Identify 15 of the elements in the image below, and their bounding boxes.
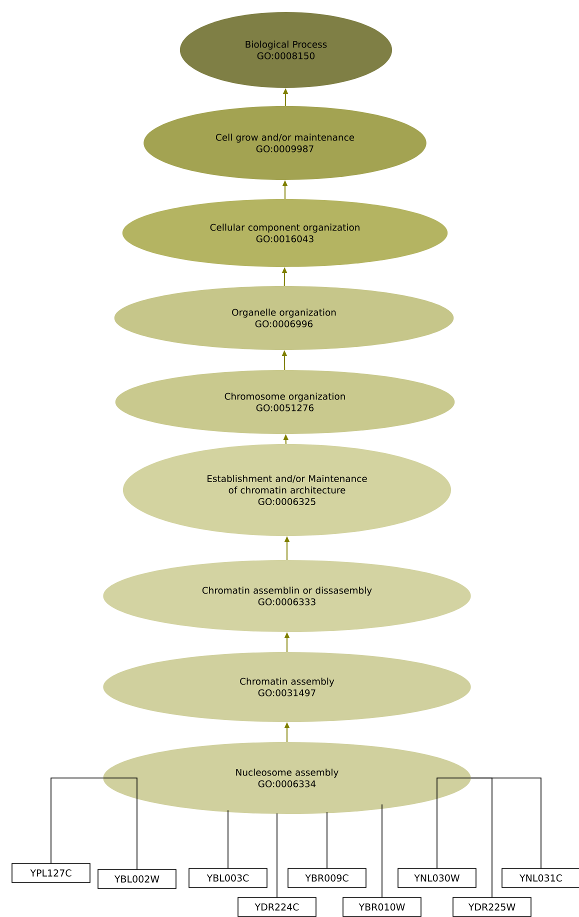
connector-line	[102, 778, 138, 870]
gene-box: YPL127C	[12, 863, 90, 883]
gene-box: YNL031C	[502, 868, 579, 888]
connector-line	[436, 778, 472, 869]
gene-box: YBR010W	[342, 897, 422, 917]
gene-box: YBL002W	[98, 869, 176, 889]
gene-box: YDR225W	[452, 897, 532, 917]
connector-line	[470, 778, 542, 869]
gene-box: YBR009C	[288, 868, 366, 888]
gene-box: YDR224C	[238, 897, 316, 917]
connector-line	[326, 812, 328, 869]
connector-line	[50, 778, 104, 864]
gene-box: YNL030W	[398, 868, 476, 888]
gene-box: YBL003C	[188, 868, 268, 888]
connector-line	[276, 813, 278, 898]
